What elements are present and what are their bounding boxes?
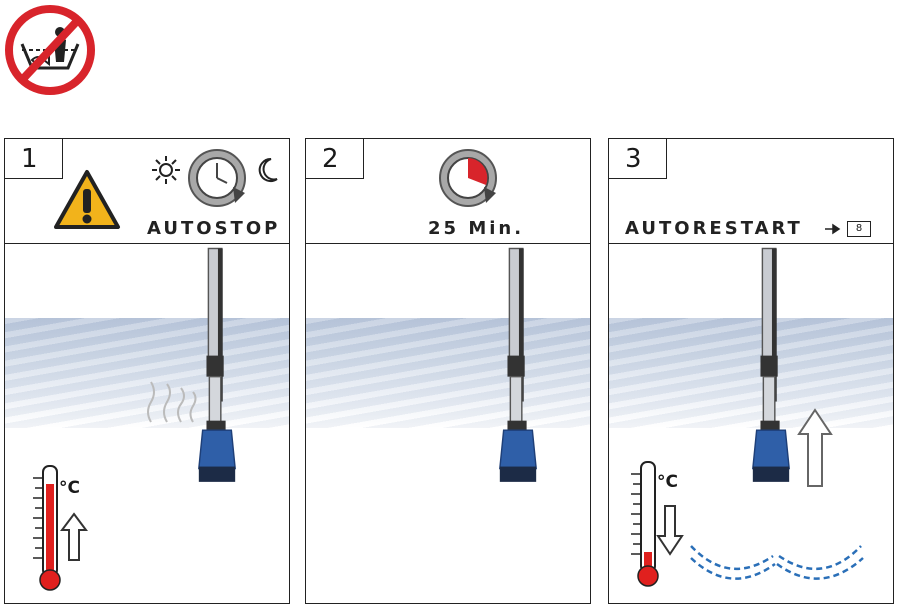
water (306, 318, 590, 428)
arrow-up-icon (797, 408, 833, 487)
arrow-right-icon (825, 223, 841, 235)
temperature-unit: °C (59, 478, 80, 498)
water (609, 318, 893, 428)
panel-number: 3 (609, 139, 667, 179)
temperature-unit: °C (657, 472, 678, 492)
panel-2: 2 25 Min. (305, 138, 591, 604)
panel-3: 3 AUTORESTART 8 (608, 138, 894, 604)
moon-icon (258, 157, 278, 182)
panel-2-header: 2 25 Min. (306, 139, 590, 244)
panel-1-header: 1 AUTOSTOP (5, 139, 289, 244)
pump-icon (499, 247, 537, 482)
panel-2-scene (306, 244, 590, 603)
panel-caption: AUTORESTART (625, 218, 803, 239)
panel-1: 1 AUTOSTOP (4, 138, 290, 604)
pump-icon (752, 247, 790, 482)
timer-icon (439, 149, 497, 207)
pump-icon (198, 247, 236, 482)
sun-icon (152, 156, 180, 184)
water (5, 318, 289, 428)
steam-icon (147, 381, 197, 423)
clock-icon (188, 149, 246, 207)
thermometer-icon (631, 461, 659, 587)
arrow-up-icon (60, 512, 88, 561)
warning-triangle-icon (54, 170, 120, 229)
panel-1-scene: °C (5, 244, 289, 603)
panel-caption: AUTOSTOP (147, 218, 281, 239)
page-reference: 8 (847, 221, 871, 237)
panel-number: 2 (306, 139, 364, 179)
panel-number: 1 (5, 139, 63, 179)
dashed-waves (690, 545, 864, 580)
thermometer-icon (33, 465, 61, 591)
no-bathing-prohibition-icon (4, 4, 96, 96)
panel-caption: 25 Min. (428, 218, 525, 239)
panel-3-header: 3 AUTORESTART 8 (609, 139, 893, 244)
arrow-down-icon (656, 505, 684, 556)
panel-3-scene: °C (609, 244, 893, 603)
